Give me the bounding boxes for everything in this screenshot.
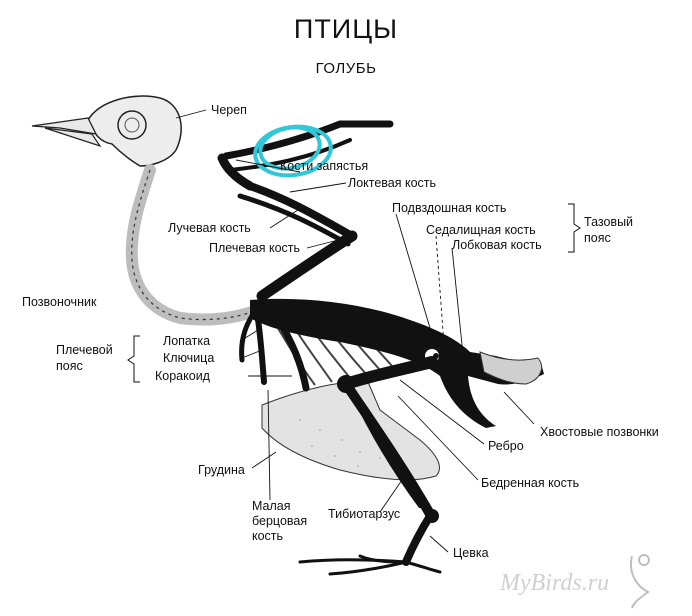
- skeleton-drawing: [31, 95, 544, 576]
- label-fibula-2: берцовая: [252, 514, 307, 528]
- label-tarsus: Цевка: [453, 546, 489, 560]
- watermark-logo: MyBirds.ru: [499, 554, 650, 609]
- watermark-text: MyBirds.ru: [499, 570, 609, 596]
- shoulder-bracket: [127, 335, 140, 383]
- highlight-circle: [253, 124, 333, 178]
- label-tibiotarsus: Тибиотарзус: [328, 507, 400, 521]
- label-pelvis-group-2: пояс: [584, 231, 611, 245]
- label-clavicle: Ключица: [163, 351, 214, 365]
- label-femur: Бедренная кость: [481, 476, 579, 490]
- label-pelvis-group: Тазовый: [584, 215, 633, 229]
- label-shoulder-group: Плечевой: [56, 343, 113, 357]
- label-skull: Череп: [211, 103, 247, 117]
- page-subtitle: ГОЛУБЬ: [315, 60, 377, 77]
- label-spine: Позвоночник: [22, 295, 97, 309]
- label-fibula: Малая: [252, 499, 291, 513]
- label-scapula: Лопатка: [163, 334, 210, 348]
- label-coracoid: Коракоид: [155, 369, 211, 383]
- page-title: ПТИЦЫ: [293, 14, 399, 44]
- label-ulna: Локтевая кость: [348, 176, 436, 190]
- label-tail-vertebrae: Хвостовые позвонки: [540, 425, 659, 439]
- pelvis-bracket: [568, 203, 581, 253]
- label-rib: Ребро: [488, 439, 524, 453]
- label-shoulder-group-2: пояс: [56, 359, 83, 373]
- label-sternum: Грудина: [198, 463, 245, 477]
- label-pubis: Лобковая кость: [452, 238, 542, 252]
- leader-lines: [175, 109, 535, 553]
- label-ilium: Подвздошная кость: [392, 201, 506, 215]
- label-wrist: Кости запястья: [280, 159, 368, 173]
- label-humerus: Плечевая кость: [209, 241, 300, 255]
- label-radius: Лучевая кость: [168, 221, 251, 235]
- label-ischium: Седалищная кость: [426, 223, 536, 237]
- label-fibula-3: кость: [252, 529, 283, 543]
